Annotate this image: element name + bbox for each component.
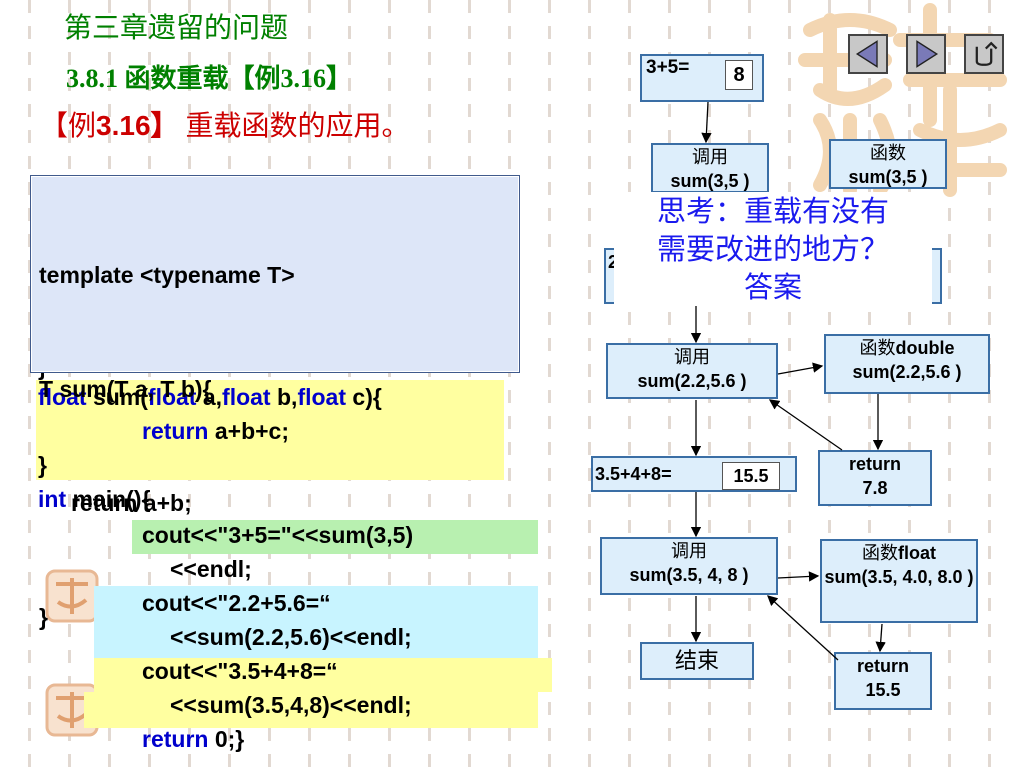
flow-func-label: 函数	[859, 338, 896, 358]
code-text: 0;}	[208, 726, 245, 752]
flow-func-float: 函数float sum(3.5, 4.0, 8.0 )	[820, 539, 978, 623]
flow-func-signature: sum(3,5 )	[848, 167, 928, 187]
triangle-right-icon	[916, 40, 939, 68]
flow-call-label: 调用	[692, 147, 728, 167]
think-question-box: 思考：重载有没有 需要改进的地方？ 答案	[614, 192, 932, 304]
flow-return-label: return	[848, 454, 901, 474]
code-cout3-sum: <<sum(3.5,4,8)<<endl;	[170, 692, 412, 718]
code-cout1-endl: <<endl;	[170, 556, 252, 582]
example-text: 重载函数的应用。	[178, 111, 410, 142]
example-title: 【例3.16】 重载函数的应用。	[40, 104, 410, 144]
flow-func-type: double	[895, 338, 955, 358]
code-close-brace: }	[38, 452, 47, 478]
flow-call-sum-float: 调用 sum(3.5, 4, 8 )	[600, 537, 778, 595]
flow-func-double: 函数double sum(2.2,5.6 )	[824, 334, 990, 394]
flow-func-label: 函数	[870, 143, 906, 163]
prev-slide-button[interactable]	[848, 34, 888, 74]
flow-end: 结束	[640, 642, 754, 680]
highlight-cout2	[94, 586, 538, 658]
keyword-float: float	[297, 384, 347, 410]
code-cout2: cout<<"2.2+5.6=“	[142, 590, 331, 616]
keyword-int: int	[38, 486, 67, 512]
template-code-box: template <typename T> T sum(T a, T b){ r…	[30, 175, 520, 630]
flow-func-signature: sum(2.2,5.6 )	[852, 362, 962, 382]
code-text: c){	[346, 384, 382, 410]
flow-call-sum-3-5: 调用 sum(3,5 )	[651, 143, 769, 193]
return-button[interactable]	[964, 34, 1004, 74]
flow-func-signature: sum(3.5, 4.0, 8.0 )	[824, 567, 974, 587]
flow-output-label: 3.5+4+8=	[595, 464, 672, 484]
template-line-4: }	[39, 604, 48, 630]
code-text: main(){	[66, 486, 151, 512]
think-line-2: 需要改进的地方？	[656, 232, 889, 266]
highlight-cout1	[132, 520, 538, 554]
chapter-title: 第三章遗留的问题	[64, 13, 289, 44]
flow-call-label: 调用	[671, 541, 707, 561]
flow-func-type: float	[898, 543, 936, 563]
return-arrow-icon	[975, 41, 998, 66]
template-code: template <typename T> T sum(T a, T b){ r…	[39, 180, 295, 712]
highlight-cout3b	[84, 692, 538, 728]
code-cout1: cout<<"3+5="<<sum(3,5)	[142, 522, 414, 548]
next-slide-button[interactable]	[906, 34, 946, 74]
example-label: 【例	[40, 111, 97, 142]
section-title: 3.8.1 函数重载【例3.16】	[66, 64, 353, 93]
flow-call-signature: sum(3.5, 4, 8 )	[629, 565, 749, 585]
flow-call-label: 调用	[674, 347, 710, 367]
think-answer-link[interactable]: 答案	[743, 270, 802, 304]
keyword-float: float	[38, 384, 87, 410]
code-cout3: cout<<"3.5+4+8=“	[142, 658, 338, 684]
flow-end-label: 结束	[674, 648, 719, 673]
keyword-float: float	[222, 384, 271, 410]
highlight-cout3	[94, 658, 552, 692]
keyword-float: float	[147, 384, 197, 410]
example-number: 3.16】	[96, 110, 179, 141]
flow-output-3-5plus4plus8: 3.5+4+8=	[591, 456, 797, 492]
code-main-signature: int main(){	[38, 482, 150, 516]
flow-output-label: 3+5=	[646, 57, 690, 78]
code-text: sum(	[86, 384, 148, 410]
keyword-return: return	[142, 418, 209, 444]
flow-call-sum-double: 调用 sum(2.2,5.6 )	[606, 343, 778, 399]
flow-output-value: 8	[725, 60, 753, 90]
keyword-return: return	[142, 726, 209, 752]
code-float-signature: float sum(float a,float b,float c){	[38, 380, 382, 414]
flow-return-15-5: return 15.5	[834, 652, 932, 710]
flow-hidden-char: 2	[608, 252, 619, 272]
code-return0: return 0;}	[142, 722, 244, 756]
flow-output-value: 15.5	[722, 462, 780, 490]
think-line-1: 思考：重载有没有	[656, 194, 889, 228]
flow-return-label: return	[856, 656, 909, 676]
flow-call-signature: sum(3,5 )	[670, 171, 750, 191]
template-line-1: template <typename T>	[39, 262, 295, 288]
decorative-seal-icon	[45, 569, 99, 623]
code-text: b,	[270, 384, 298, 410]
template-line-2: T sum(T a, T b){	[39, 376, 212, 402]
flow-func-sum-3-5: 函数 sum(3,5 )	[829, 139, 947, 189]
code-text: a+b+c;	[208, 418, 289, 444]
flow-return-value: 15.5	[865, 680, 901, 700]
flow-func-label: 函数	[862, 543, 898, 563]
triangle-left-icon	[855, 40, 878, 68]
template-line-3: return a+b;	[39, 490, 192, 516]
code-return-abc: return a+b+c;	[142, 414, 289, 448]
highlight-float-func	[36, 380, 504, 480]
code-cout2-sum: <<sum(2.2,5.6)<<endl;	[170, 624, 412, 650]
flow-return-value: 7.8	[862, 478, 888, 498]
flow-return-7-8: return 7.8	[818, 450, 932, 506]
code-text: a,	[196, 384, 223, 410]
flow-call-signature: sum(2.2,5.6 )	[637, 371, 747, 391]
